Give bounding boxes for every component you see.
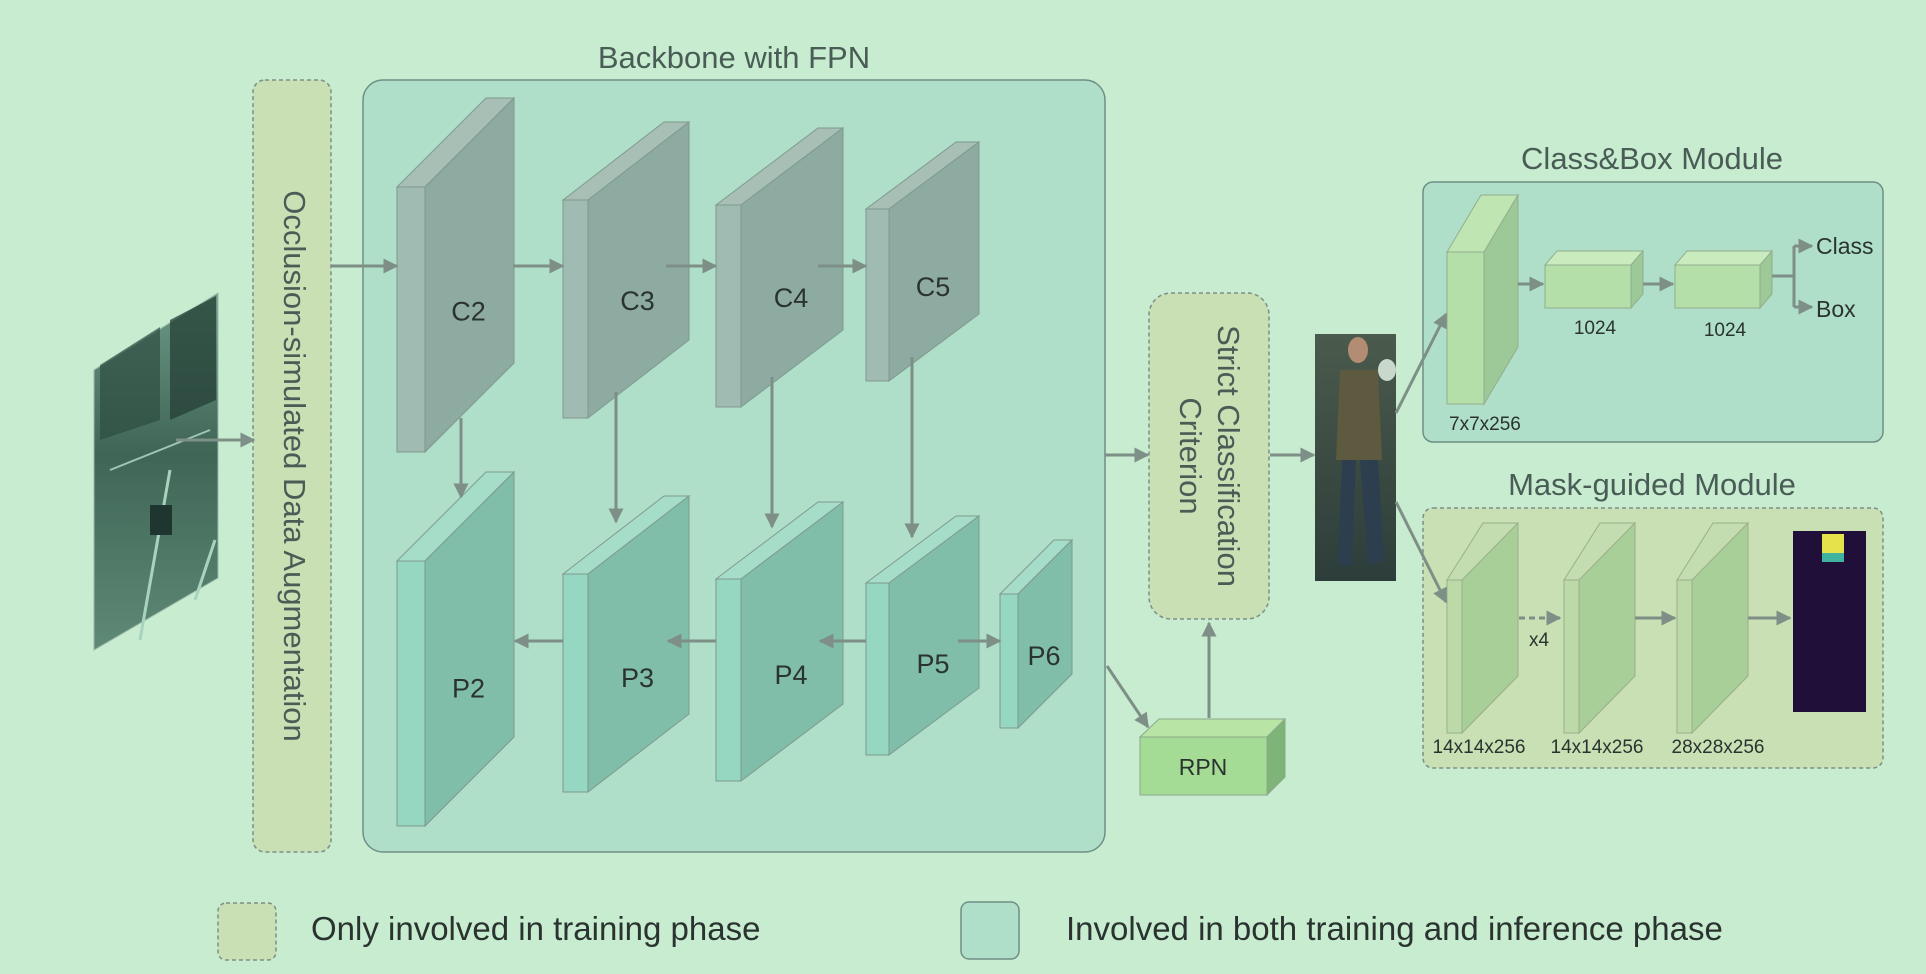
- p-layer-p2-label: P2: [452, 674, 485, 704]
- p-layer-p3: P3: [561, 494, 691, 794]
- rpn-box: RPN: [1138, 717, 1287, 797]
- c-layer-c4: C4: [714, 126, 845, 409]
- c-layer-c2: C2: [395, 96, 516, 454]
- mask-size-1: 14x14x256: [1433, 737, 1526, 758]
- backbone-arrows: [176, 258, 1316, 729]
- legend-both-phases: Involved in both training and inference …: [1066, 910, 1723, 947]
- repeat-label: x4: [1529, 630, 1550, 651]
- p-layer-p5-label: P5: [916, 649, 949, 679]
- legend: Only involved in training phase Involved…: [217, 901, 1723, 961]
- p-layer-p6-label: P6: [1027, 641, 1060, 671]
- p-layer-p6: P6: [998, 538, 1074, 730]
- p-layer-p4: P4: [714, 500, 845, 783]
- box-output-label: Box: [1816, 296, 1856, 322]
- class-box-title: Class&Box Module: [1521, 141, 1783, 176]
- p-layer-p2: P2: [395, 470, 516, 828]
- criterion-block: Strict Classification Criterion: [1148, 292, 1270, 620]
- c-layer-c3: C3: [561, 120, 691, 420]
- fc1-label: 1024: [1574, 318, 1617, 339]
- criterion-line2: Criterion: [1173, 397, 1208, 514]
- person-crop: [1315, 334, 1396, 581]
- mask-size-2: 14x14x256: [1551, 737, 1644, 758]
- class-output-label: Class: [1816, 233, 1874, 259]
- class-box-module: Class&Box Module 7x7x256 1024 1024 Class…: [1422, 141, 1884, 443]
- c-layer-c5-label: C5: [916, 272, 951, 302]
- criterion-line1: Strict Classification: [1211, 325, 1246, 587]
- fc2-label: 1024: [1704, 320, 1747, 341]
- c-layer-c3-label: C3: [620, 286, 655, 316]
- augmentation-label: Occlusion-simulated Data Augmentation: [277, 190, 312, 741]
- mask-guided-module: Mask-guided Module x4 14x14x256 14x14x25…: [1422, 467, 1884, 769]
- c-layer-group: C2 C3 C4 C5: [395, 96, 981, 454]
- c-layer-c4-label: C4: [774, 283, 809, 313]
- backbone-title: Backbone with FPN: [598, 40, 870, 75]
- c-layer-c5: C5: [864, 141, 981, 382]
- augmentation-block: Occlusion-simulated Data Augmentation: [252, 79, 332, 853]
- module-arrows: [1394, 312, 1448, 604]
- p-layer-p4-label: P4: [774, 660, 807, 690]
- mask-output-image: [1793, 531, 1866, 712]
- input-image: [93, 292, 219, 651]
- p-layer-p3-label: P3: [621, 663, 654, 693]
- p-layer-group: P2 P3 P4 P5 P6: [395, 470, 1074, 828]
- legend-swatch-training: [217, 902, 277, 961]
- legend-training-only: Only involved in training phase: [311, 910, 760, 947]
- legend-swatch-both: [960, 901, 1020, 960]
- c-layer-c2-label: C2: [451, 297, 486, 327]
- mask-module-title: Mask-guided Module: [1508, 467, 1796, 502]
- rpn-label: RPN: [1179, 754, 1228, 780]
- roi-size-label: 7x7x256: [1449, 414, 1521, 435]
- p-layer-p5: P5: [864, 515, 981, 756]
- mask-size-3: 28x28x256: [1672, 737, 1765, 758]
